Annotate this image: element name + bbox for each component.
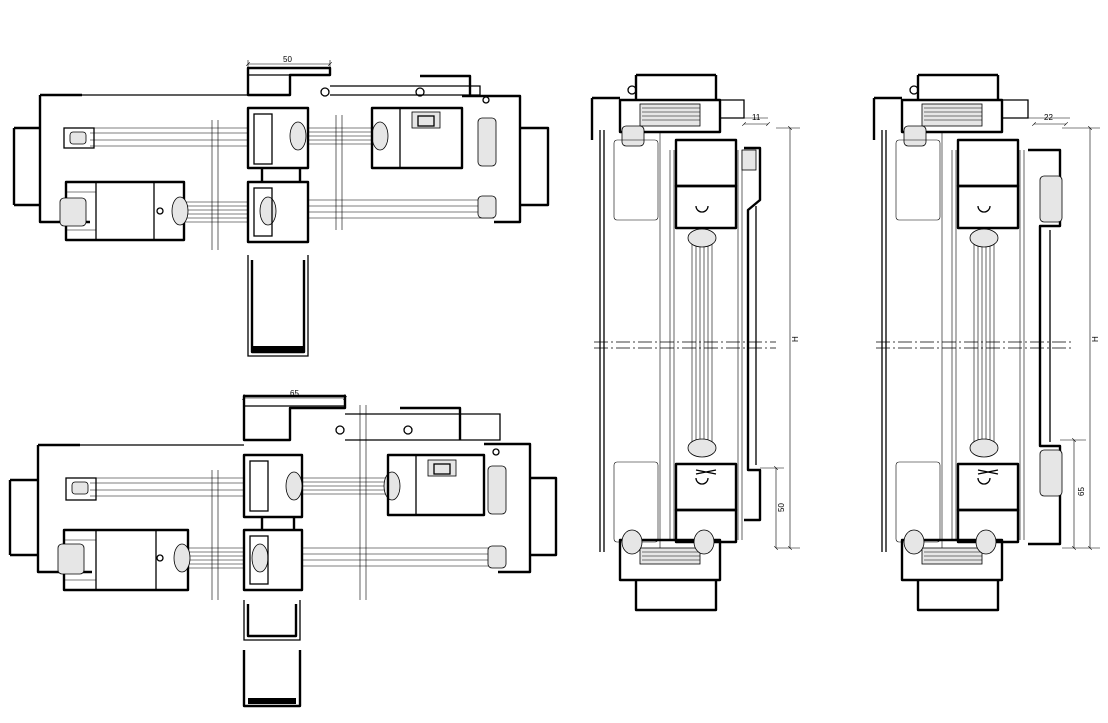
section-left-height-label: H [791,336,800,342]
plan-detail-top: 50 [12,55,550,357]
section-left-offset-label: 11 [752,113,761,122]
section-left-bottom-label: 50 [777,503,786,512]
section-right-bottom-label: 65 [1077,487,1086,496]
plan-bottom-width-label: 65 [290,389,299,398]
plan-detail-bottom: 65 [8,389,558,708]
vertical-section-right: 22 H 65 [872,73,1100,612]
plan-top-width-label: 50 [283,55,292,64]
vertical-section-left: 11 H 50 [590,73,800,612]
section-right-height-label: H [1091,336,1100,342]
section-right-offset-label: 22 [1044,113,1053,122]
